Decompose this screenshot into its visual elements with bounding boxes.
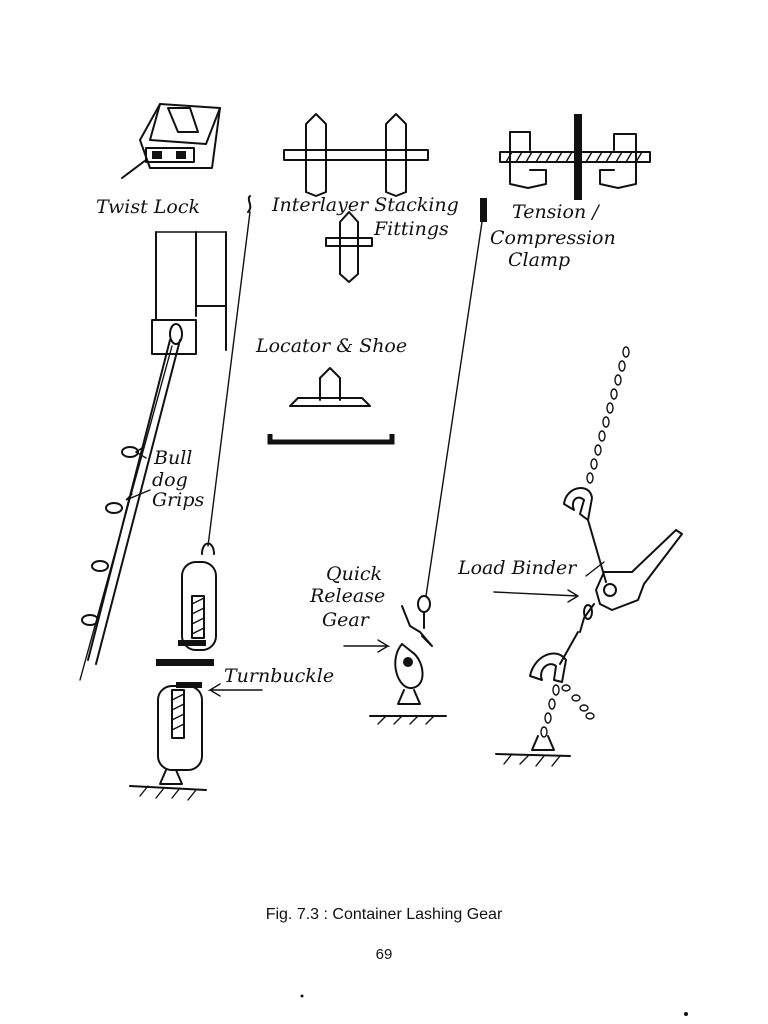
locator-shoe-drawing (270, 368, 392, 442)
twist-lock-drawing (122, 104, 220, 178)
label-tension-3: Clamp (508, 249, 570, 271)
scan-specks (301, 995, 689, 1017)
label-load-binder: Load Binder (457, 557, 578, 579)
label-bulldog-2: dog (152, 469, 188, 491)
figure-caption: Fig. 7.3 : Container Lashing Gear (0, 906, 768, 924)
label-twist-lock: Twist Lock (96, 196, 200, 218)
label-quick-release-2: Release (309, 585, 385, 607)
label-turnbuckle: Turnbuckle (224, 665, 334, 687)
label-locator-shoe: Locator & Shoe (255, 335, 407, 357)
tension-clamp-drawing (500, 114, 650, 200)
label-quick-release-3: Gear (322, 609, 371, 631)
page-number: 69 (0, 946, 768, 963)
lashing-rods (208, 196, 487, 596)
label-quick-release-1: Quick (326, 563, 382, 585)
label-interlayer-2: Fittings (373, 218, 449, 240)
label-tension-1: Tension / (512, 201, 600, 223)
label-bulldog-3: Grips (152, 489, 204, 511)
label-bulldog-1: Bull (153, 447, 192, 469)
label-tension-2: Compression (490, 227, 616, 249)
label-interlayer-1: Interlayer Stacking (271, 194, 459, 216)
